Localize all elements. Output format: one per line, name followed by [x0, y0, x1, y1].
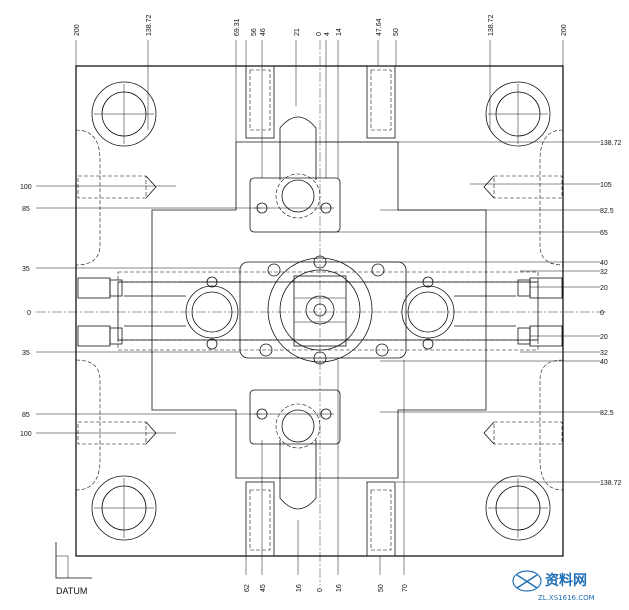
side-extension-lines [36, 141, 600, 483]
top-label: 0 [316, 32, 323, 36]
top-label: 200 [74, 24, 81, 36]
runner-top [279, 116, 317, 180]
bolt-right-upper [517, 277, 563, 299]
pin-right-lower [483, 421, 563, 445]
bottom-label: 70 [402, 584, 409, 592]
datum-label: DATUM [56, 586, 87, 596]
slot-top-left [245, 65, 275, 139]
watermark-main: 资料网 [545, 572, 587, 589]
right-label: 82.5 [600, 208, 614, 215]
right-label: 20 [600, 334, 608, 341]
bottom-label: 16 [336, 584, 343, 592]
slide-body [117, 281, 539, 341]
right-label: 40 [600, 260, 608, 267]
side-core-left [124, 276, 244, 350]
top-label: 4 [324, 32, 331, 36]
top-label: 50 [393, 28, 400, 36]
outer-plate [75, 65, 564, 557]
right-label: 138.72 [600, 140, 622, 147]
right-label: 82.5 [600, 410, 614, 417]
top-label: 56 [251, 28, 258, 36]
watermark-sub: ZL.XS1616.COM [538, 594, 595, 602]
right-label: 32 [600, 269, 608, 276]
bottom-label: 45 [260, 584, 267, 592]
top-label: 138.72 [146, 14, 153, 36]
left-label: 100 [20, 431, 32, 438]
right-label: 138.72 [600, 480, 622, 487]
guide-pillar-bottom-left [91, 475, 157, 541]
left-label: 100 [20, 184, 32, 191]
left-label: 35 [22, 266, 30, 273]
top-dimension-labels: 200 138.72 69.31 56 46 21 0 4 14 47.64 5… [74, 14, 568, 36]
top-label: 46 [260, 28, 267, 36]
right-label: 40 [600, 359, 608, 366]
top-label: 138.72 [488, 14, 495, 36]
slot-bottom-left [245, 481, 275, 557]
right-label: 105 [600, 182, 612, 189]
bottom-label: 16 [296, 584, 303, 592]
pin-left-upper [77, 175, 157, 199]
datum-symbol: DATUM [55, 542, 92, 596]
right-label: 32 [600, 350, 608, 357]
right-label: 0 [600, 310, 604, 317]
bolt-left-upper [77, 277, 123, 299]
bolt-left-lower [77, 325, 123, 347]
guide-pillar-top-right [485, 81, 551, 147]
right-clamp-outline-lower [539, 359, 564, 491]
slot-top-right [366, 65, 396, 139]
top-label: 47.64 [376, 18, 383, 36]
left-clamp-outline-lower [75, 359, 101, 491]
top-label: 69.31 [234, 18, 241, 36]
bottom-label: 50 [378, 584, 385, 592]
guide-pillar-bottom-right [485, 475, 551, 541]
right-dimension-labels: 138.72 105 82.5 65 40 32 20 0 20 32 40 8… [600, 140, 622, 487]
side-core-right [401, 276, 516, 350]
slide-rail-lower [117, 339, 539, 351]
left-label: 85 [22, 206, 30, 213]
left-dimension-labels: 100 85 35 0 35 85 100 [20, 184, 32, 438]
right-clamp-outline [539, 129, 564, 266]
bottom-label: 0 [317, 588, 324, 592]
ejector-block-bottom [249, 389, 341, 449]
guide-pillar-top-left [91, 81, 157, 147]
right-label: 65 [600, 230, 608, 237]
ejector-block-top [249, 173, 341, 233]
left-label: 35 [22, 350, 30, 357]
slide-rail-upper [117, 271, 539, 283]
top-label: 14 [336, 28, 343, 36]
bottom-dimension-labels: 62 45 16 0 16 50 70 [244, 584, 409, 592]
watermark-logo: 资料网 ZL.XS1616.COM [512, 570, 595, 602]
pin-right-upper [483, 175, 563, 199]
runner-bottom [279, 440, 317, 510]
bottom-label: 62 [244, 584, 251, 592]
top-extension-lines [75, 40, 564, 178]
top-label: 21 [294, 28, 301, 36]
right-label: 20 [600, 285, 608, 292]
left-clamp-outline [75, 129, 101, 266]
slot-bottom-right [366, 481, 396, 557]
frame-left [151, 141, 487, 479]
left-label: 0 [27, 310, 31, 317]
bottom-extension-lines [245, 360, 405, 575]
left-label: 85 [22, 412, 30, 419]
top-label: 200 [561, 24, 568, 36]
